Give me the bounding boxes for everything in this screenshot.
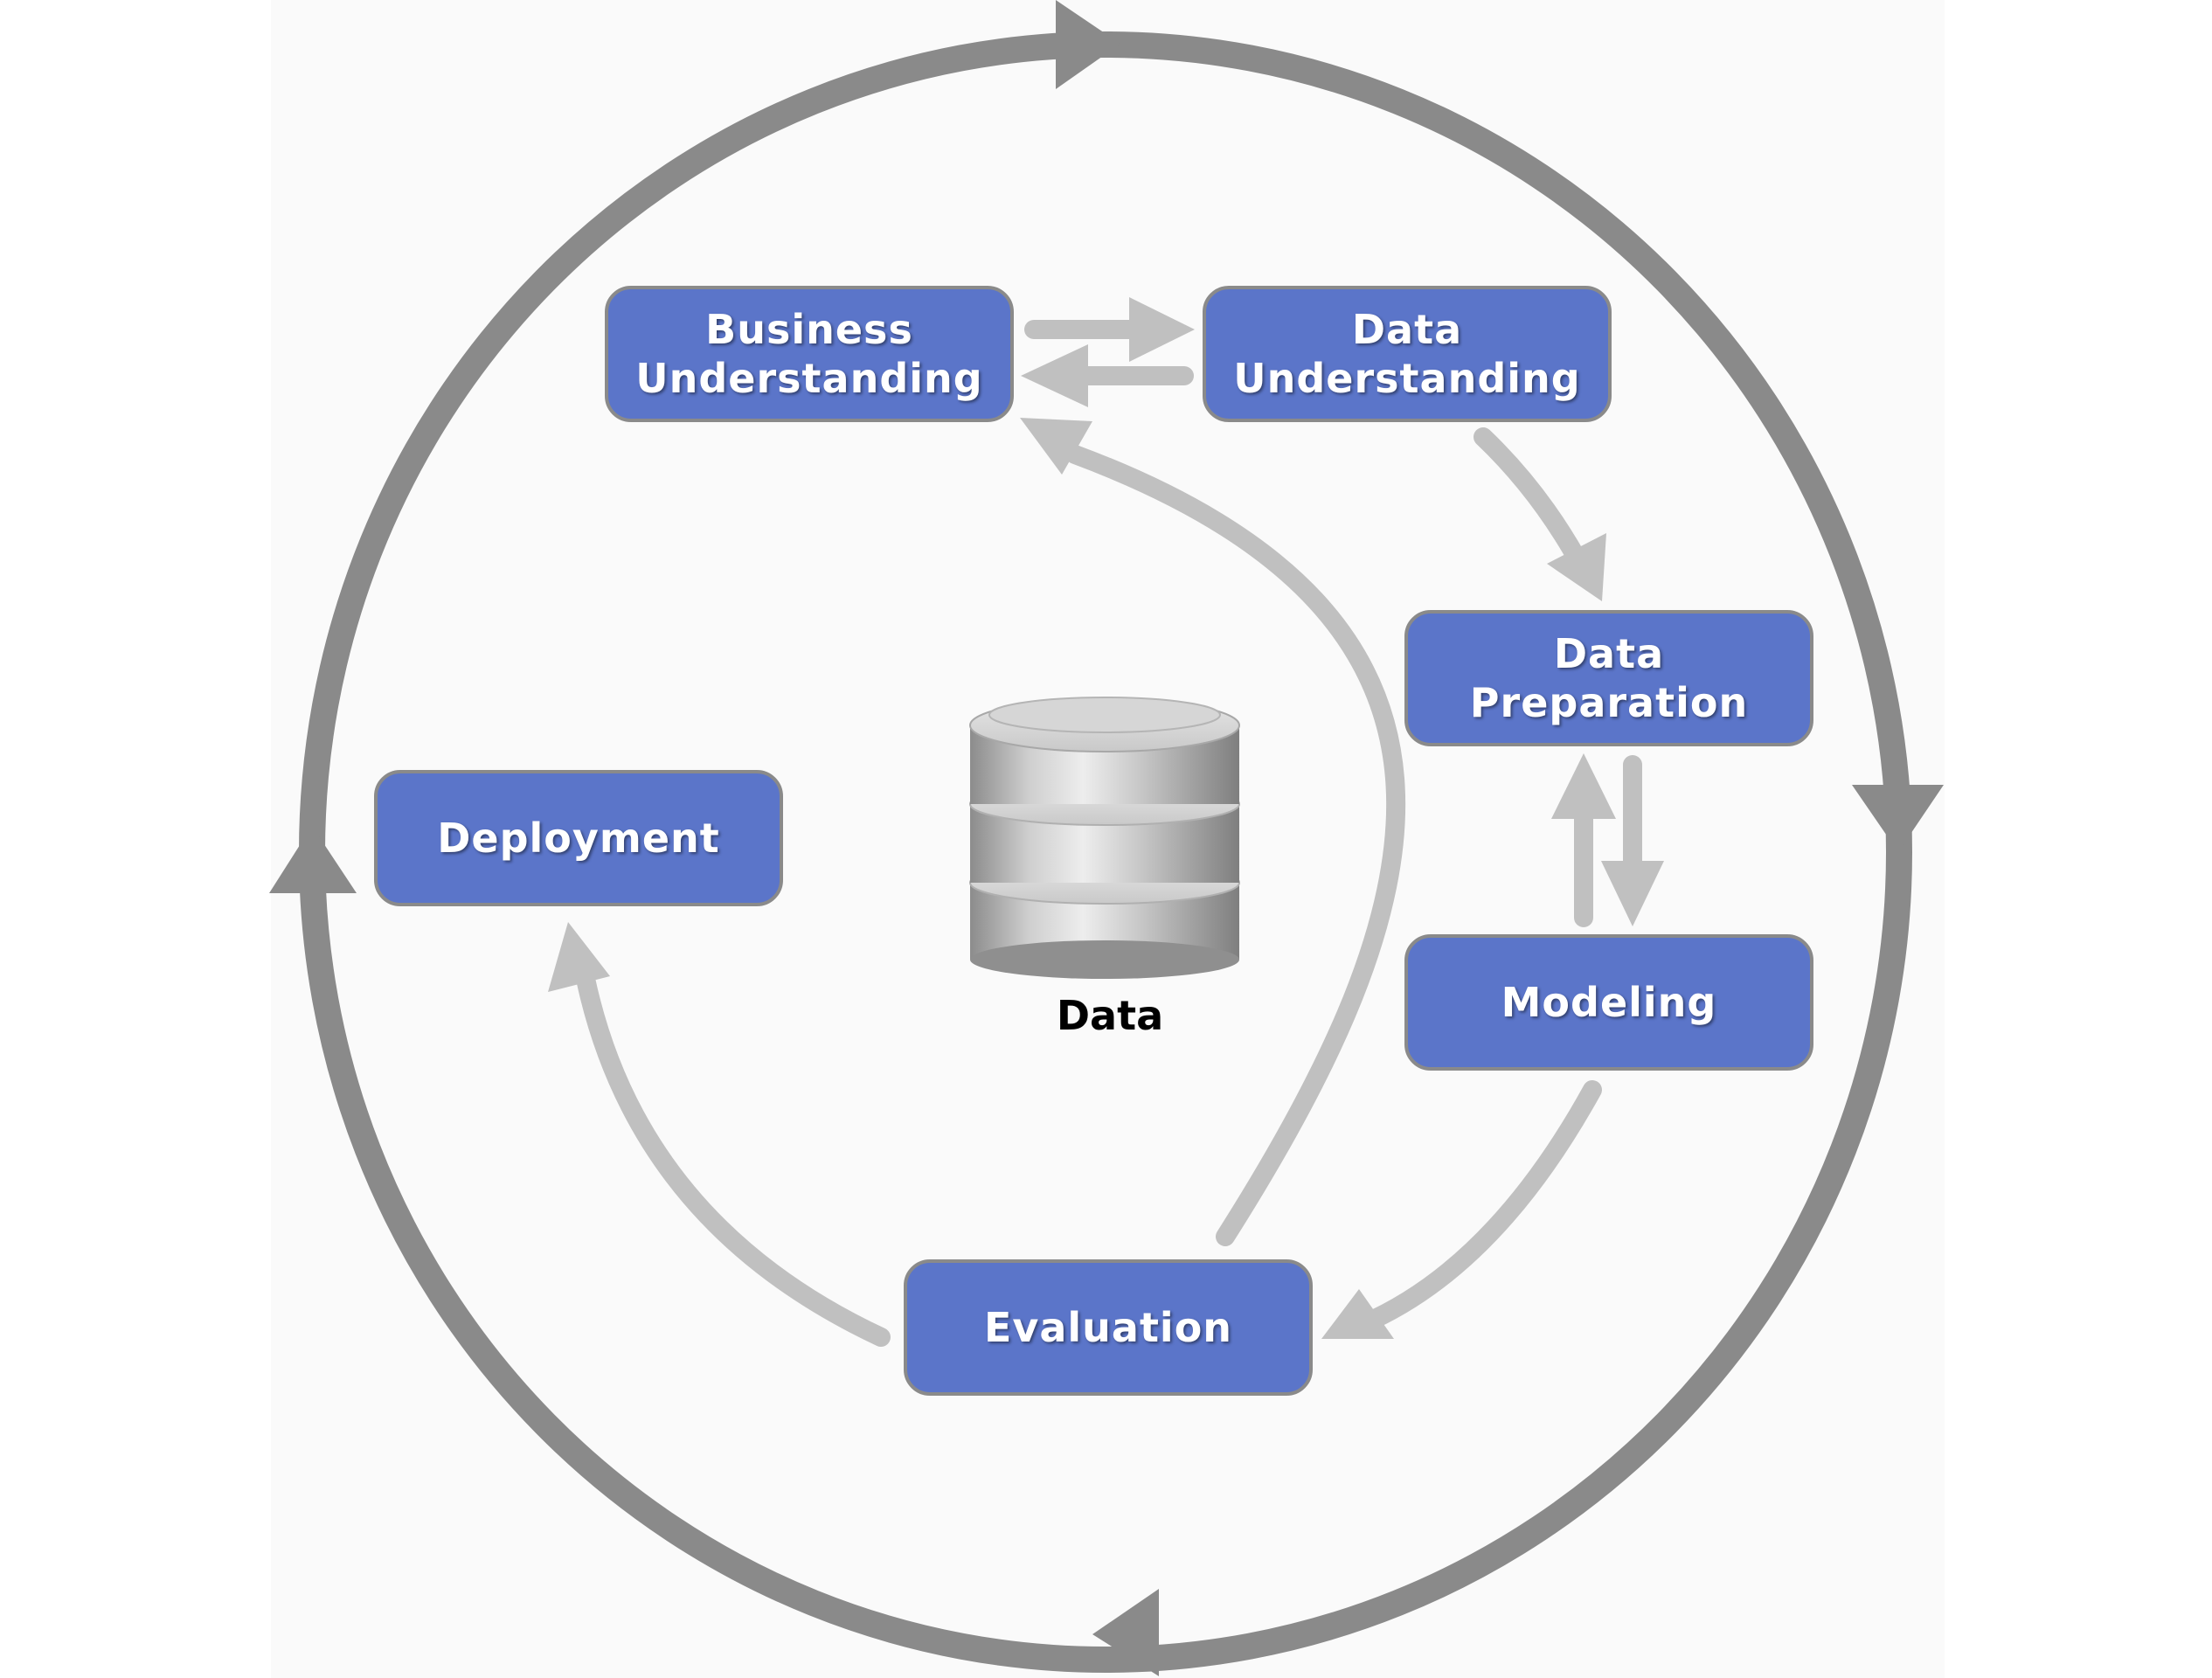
inner-arrows (576, 320, 1642, 1347)
inner-arrowheads (548, 297, 1664, 1339)
outer-arrow-right (1852, 785, 1944, 852)
outer-cycle (269, 0, 1944, 1676)
arrowhead-bu-to-du (1129, 297, 1195, 362)
arrow-du-to-dp (1474, 427, 1587, 569)
phase-label: Data Understanding (1233, 306, 1581, 402)
arrowhead-evaluation-to-deployment (548, 922, 610, 992)
phase-evaluation[interactable]: Evaluation (904, 1259, 1313, 1396)
arrowhead-modeling-to-evaluation (1321, 1289, 1394, 1339)
phase-data-understanding[interactable]: Data Understanding (1203, 286, 1612, 422)
phase-business-understanding[interactable]: Business Understanding (605, 286, 1014, 422)
arrowhead-evaluation-to-bu (1020, 418, 1092, 475)
arrow-evaluation-to-deployment (576, 969, 891, 1347)
phase-modeling[interactable]: Modeling (1404, 934, 1813, 1071)
phase-deployment[interactable]: Deployment (374, 770, 783, 906)
data-label: Data (1056, 992, 1164, 1039)
arrowhead-du-to-dp (1547, 533, 1606, 601)
phase-label: Deployment (437, 815, 720, 862)
outer-arrow-top (1056, 0, 1120, 89)
phase-label: Modeling (1501, 979, 1717, 1026)
arrow-modeling-to-evaluation (1354, 1080, 1602, 1334)
outer-arrow-bottom (1092, 1589, 1159, 1676)
arrowhead-modeling-to-dp (1551, 753, 1616, 819)
phase-data-preparation[interactable]: Data Preparation (1404, 610, 1813, 746)
outer-arrow-left (269, 826, 357, 893)
database-icon (969, 697, 1240, 979)
arrowhead-du-to-bu (1021, 344, 1088, 407)
phase-label: Evaluation (983, 1304, 1233, 1351)
phase-label: Data Preparation (1469, 630, 1749, 726)
arrowhead-dp-to-modeling (1601, 861, 1664, 926)
phase-label: Business Understanding (635, 306, 983, 402)
arrow-evaluation-to-bu (1065, 445, 1406, 1246)
